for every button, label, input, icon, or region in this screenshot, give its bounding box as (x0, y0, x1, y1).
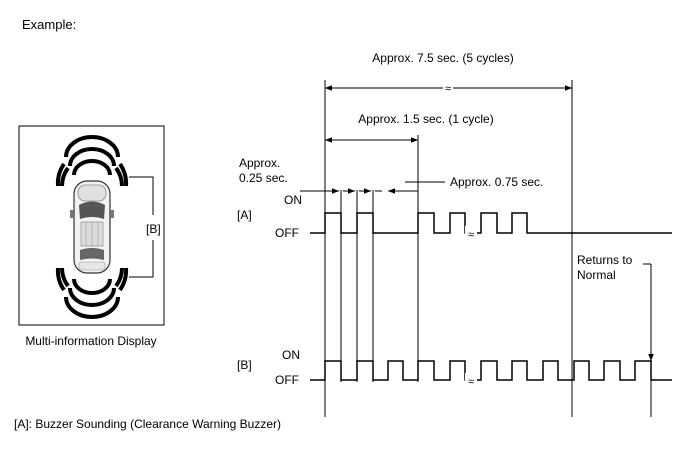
heading: Example: (22, 17, 76, 32)
break-mark-top: ≈ (445, 83, 451, 95)
break-mark-b: ≈ (468, 376, 474, 388)
cycle-label: Approx. 1.5 sec. (1 cycle) (358, 112, 493, 126)
signal-b-on: ON (282, 348, 300, 362)
car-icon (70, 180, 114, 274)
gap-annotation: Approx. 0.75 sec. (388, 175, 543, 194)
break-mark-a: ≈ (468, 229, 474, 241)
pulse-label-line2: 0.25 sec. (239, 171, 288, 185)
returns-line1: Returns to (577, 253, 633, 267)
footnote: [A]: Buzzer Sounding (Clearance Warning … (14, 417, 281, 431)
signal-a: [A] ON OFF ≈ (237, 193, 672, 241)
front-sensor-arcs-icon (55, 135, 129, 187)
bracket-top (129, 176, 154, 215)
gap-label: Approx. 0.75 sec. (450, 175, 543, 189)
returns-line2: Normal (577, 268, 616, 282)
signal-a-label: [A] (237, 208, 252, 222)
total-duration-label: Approx. 7.5 sec. (5 cycles) (372, 51, 513, 65)
bracket-bottom (129, 240, 154, 278)
rear-sensor-arcs-icon (55, 267, 129, 319)
signal-a-on: ON (284, 193, 302, 207)
signal-a-waveform (310, 212, 672, 234)
pulse-label-line1: Approx. (239, 156, 280, 170)
signal-b-waveform (310, 360, 672, 381)
reference-lines (324, 80, 652, 417)
signal-a-off: OFF (275, 226, 299, 240)
signal-b: [B] ON OFF ≈ (237, 348, 672, 388)
total-duration-dimension: ≈ Approx. 7.5 sec. (5 cycles) (325, 51, 572, 95)
signal-b-label: [B] (237, 358, 252, 372)
returns-annotation: Returns to Normal (577, 253, 654, 361)
multi-information-display: [B] (18, 125, 165, 326)
pulse-width-annotation: Approx. 0.25 sec. (239, 156, 382, 194)
bracket-label: [B] (146, 222, 161, 236)
signal-b-off: OFF (275, 373, 299, 387)
cycle-dimension: Approx. 1.5 sec. (1 cycle) (325, 112, 494, 143)
display-caption: Multi-information Display (25, 334, 156, 348)
